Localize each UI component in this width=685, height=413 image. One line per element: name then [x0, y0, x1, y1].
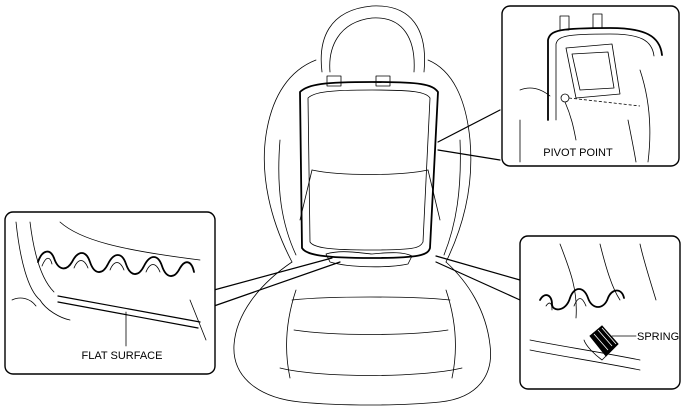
pivot-axis-dashed — [568, 97, 641, 107]
leader-spring-top — [435, 255, 521, 281]
pivot-stay-left — [559, 15, 570, 31]
pivot-detail-box — [501, 5, 680, 167]
seat-cushion-inner — [286, 289, 456, 379]
leader-flat-bottom — [213, 261, 341, 307]
pivot-label-leader — [564, 101, 577, 141]
flat-lower-panel — [11, 297, 207, 341]
headrest-inner — [329, 17, 415, 73]
headrest-stay-left — [326, 75, 342, 87]
frame-outer — [299, 81, 439, 259]
spring-label: SPRING — [637, 331, 679, 343]
seat-illustration-icon — [233, 5, 491, 406]
pivot-frame-rod — [547, 27, 663, 121]
pivot-bracket — [565, 43, 621, 99]
seat-cushion-front — [279, 367, 463, 376]
pivot-side-trim — [519, 69, 651, 163]
leader-flat-top — [213, 257, 333, 291]
pivot-frame-rod-inner — [555, 33, 655, 121]
flat-side-panel — [15, 221, 201, 301]
seat-back-frame-icon — [299, 75, 439, 268]
pivot-point-label: PIVOT POINT — [543, 147, 613, 159]
headrest-stay-right — [375, 75, 391, 87]
pivot-point-detail: PIVOT POINT — [501, 5, 680, 167]
seat-back-outer-bolster — [278, 139, 461, 256]
flat-spring-wave-inner — [41, 257, 161, 273]
seat-cushion-seam — [291, 296, 451, 335]
spring-detail-box — [519, 235, 681, 390]
leader-lines — [213, 109, 521, 307]
seat-cushion-outline — [233, 261, 491, 406]
spring-coil-icon — [583, 325, 619, 361]
pivot-stay-right — [592, 13, 603, 29]
leader-pivot-bottom — [437, 149, 501, 161]
flat-surface-bar — [57, 295, 201, 329]
spring-wire-hook — [539, 288, 625, 311]
seat-back-outline — [263, 59, 472, 263]
spring-wire-inner — [545, 298, 587, 311]
seat-back-seam-lower — [299, 169, 441, 221]
spring-base — [529, 339, 641, 371]
flat-surface-detail: FLAT SURFACE — [4, 211, 216, 375]
spring-side-panel — [559, 243, 657, 319]
frame-bottom-plate — [325, 251, 413, 268]
flat-surface-detail-box — [4, 211, 216, 375]
flat-spring-wave — [37, 250, 195, 277]
frame-inner — [307, 89, 431, 251]
leader-spring-bottom — [435, 261, 521, 301]
spring-detail: SPRING — [519, 235, 681, 390]
seat-back-seam — [311, 169, 429, 175]
leader-pivot-top — [437, 109, 501, 143]
headrest-outline — [320, 5, 425, 73]
flat-surface-label: FLAT SURFACE — [82, 350, 163, 362]
